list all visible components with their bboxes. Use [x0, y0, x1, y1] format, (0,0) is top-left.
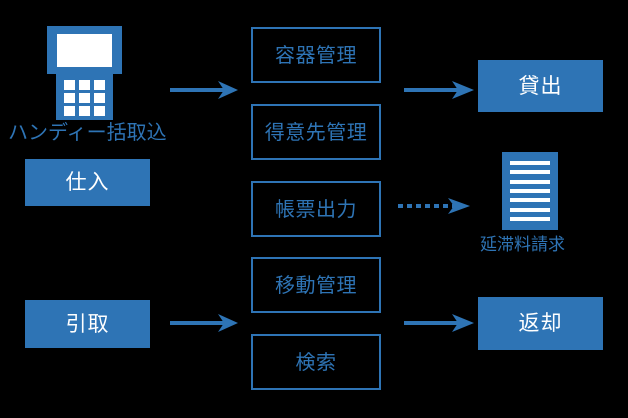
process-box-collection[interactable]: 引取	[25, 300, 150, 348]
process-box-purchase[interactable]: 仕入	[25, 159, 150, 206]
process-box-lending[interactable]: 貸出	[478, 60, 603, 112]
handheld-terminal-caption: ハンディー括取込	[8, 120, 167, 144]
module-box-report-output[interactable]: 帳票出力	[251, 181, 381, 237]
handheld-terminal-icon	[47, 26, 122, 120]
module-box-search[interactable]: 検索	[251, 334, 381, 390]
module-box-movement-management[interactable]: 移動管理	[251, 257, 381, 313]
module-box-customer-management[interactable]: 得意先管理	[251, 104, 381, 160]
document-icon	[502, 152, 558, 230]
arrow-modules-to-return	[404, 311, 476, 335]
arrow-scanner-to-modules	[170, 78, 240, 102]
overdue-billing-caption: 延滞料請求	[480, 235, 565, 255]
terminal-keypad	[64, 80, 105, 116]
terminal-screen	[57, 34, 112, 67]
document-lines	[510, 161, 550, 221]
process-box-return[interactable]: 返却	[478, 297, 603, 350]
module-box-container-management[interactable]: 容器管理	[251, 27, 381, 83]
arrow-modules-to-lending	[404, 78, 476, 102]
arrow-collection-to-modules	[170, 311, 240, 335]
arrow-report-to-overdue-billing	[398, 194, 476, 218]
